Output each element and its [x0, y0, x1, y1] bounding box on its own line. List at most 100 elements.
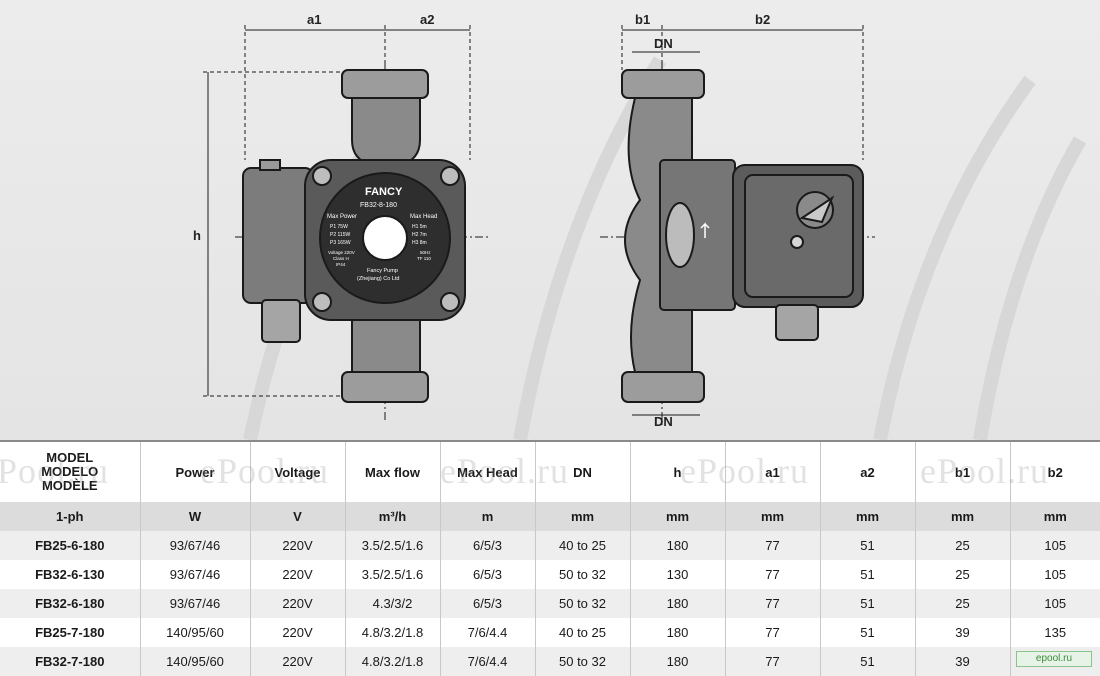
plate-p2: P2 115W	[330, 232, 350, 238]
table-cell: 4.8/3.2/1.8	[344, 618, 441, 647]
plate-h2: H2 7m	[412, 232, 427, 238]
table-header-row: MODEL MODELO MODÈLE Power Voltage Max fl…	[0, 440, 1100, 502]
plate-h3: H3 8m	[412, 240, 427, 246]
side-view	[600, 25, 875, 425]
table-cell: 51	[819, 589, 916, 618]
unit-cell: mm	[819, 502, 916, 531]
header-h: h	[629, 440, 726, 502]
table-cell: 6/5/3	[439, 560, 536, 589]
header-b2: b2	[1009, 440, 1100, 502]
header-a2: a2	[819, 440, 916, 502]
table-cell: 140/95/60	[139, 647, 251, 676]
dim-a2: a2	[420, 12, 434, 27]
dim-dn-top: DN	[654, 36, 673, 51]
model-cell: FB25-6-180	[0, 531, 141, 560]
table-cell: 220V	[249, 647, 346, 676]
table-cell: 93/67/46	[139, 531, 251, 560]
table-cell: 105	[1009, 531, 1100, 560]
table-cell: 39	[914, 647, 1011, 676]
unit-cell: 1-ph	[0, 502, 141, 531]
table-cell: 77	[724, 560, 821, 589]
unit-cell: mm	[629, 502, 726, 531]
table-cell: 77	[724, 589, 821, 618]
plate-maker-2: (Zhejiang) Co Ltd	[357, 276, 400, 282]
table-cell: 220V	[249, 589, 346, 618]
table-cell: 77	[724, 618, 821, 647]
table-cell: 220V	[249, 618, 346, 647]
plate-voltage: Voltage 220V	[328, 250, 355, 255]
table-cell: 40 to 25	[534, 618, 631, 647]
table-cell: 6/5/3	[439, 531, 536, 560]
unit-cell: m³/h	[344, 502, 441, 531]
table-cell: 3.5/2.5/1.6	[344, 531, 441, 560]
unit-cell: mm	[534, 502, 631, 531]
table-cell: 220V	[249, 560, 346, 589]
header-max-head: Max Head	[439, 440, 536, 502]
plate-class: Class H	[333, 256, 349, 261]
brand-logo: FANCY	[365, 186, 403, 198]
plate-freq: 50Hz	[420, 250, 431, 255]
table-cell: 135	[1009, 618, 1100, 647]
table-cell: 6/5/3	[439, 589, 536, 618]
header-max-flow: Max flow	[344, 440, 441, 502]
header-model-fr: MODÈLE	[41, 478, 98, 493]
header-model-en: MODEL	[46, 450, 94, 465]
header-dn: DN	[534, 440, 631, 502]
front-view	[203, 25, 490, 420]
table-cell: 25	[914, 531, 1011, 560]
site-badge[interactable]: epool.ru	[1016, 651, 1092, 667]
plate-tf: TF 110	[417, 256, 431, 261]
technical-drawing: FANCY FB32-8-180 Max Power Max Head P1 7…	[0, 0, 1100, 440]
model-cell: FB32-6-180	[0, 589, 141, 618]
unit-cell: W	[139, 502, 251, 531]
header-model-es: MODELO	[41, 464, 99, 479]
plate-p3: P3 165W	[330, 240, 351, 246]
dim-dn-bottom: DN	[654, 414, 673, 429]
table-cell: 25	[914, 589, 1011, 618]
table-cell: 50 to 32	[534, 560, 631, 589]
table-cell: 180	[629, 531, 726, 560]
dim-a1: a1	[307, 12, 321, 27]
table-cell: 77	[724, 531, 821, 560]
table-cell: 105	[1009, 589, 1100, 618]
plate-max-head-label: Max Head	[410, 214, 437, 220]
table-cell: 93/67/46	[139, 589, 251, 618]
plate-h1: H1 5m	[412, 224, 427, 230]
plate-p1: P1 75W	[330, 224, 348, 230]
table-cell: 4.3/3/2	[344, 589, 441, 618]
table-cell: 7/6/4.4	[439, 647, 536, 676]
model-cell: FB32-7-180	[0, 647, 141, 676]
table-cell: 51	[819, 647, 916, 676]
table-cell: 180	[629, 618, 726, 647]
table-cell: 4.8/3.2/1.8	[344, 647, 441, 676]
dim-b1: b1	[635, 12, 650, 27]
spec-table: MODEL MODELO MODÈLE Power Voltage Max fl…	[0, 440, 1100, 676]
table-cell: 51	[819, 531, 916, 560]
dim-b2: b2	[755, 12, 770, 27]
plate-max-power-label: Max Power	[327, 214, 357, 220]
table-cell: 93/67/46	[139, 560, 251, 589]
table-cell: 3.5/2.5/1.6	[344, 560, 441, 589]
table-cell: 105	[1009, 560, 1100, 589]
table-cell: 50 to 32	[534, 647, 631, 676]
model-cell: FB25-7-180	[0, 618, 141, 647]
unit-cell: mm	[1009, 502, 1100, 531]
unit-cell: V	[249, 502, 346, 531]
unit-cell: mm	[724, 502, 821, 531]
table-units-row: 1-ph W V m³/h m mm mm mm mm mm mm	[0, 502, 1100, 531]
header-power: Power	[139, 440, 251, 502]
nameplate: FANCY FB32-8-180 Max Power Max Head P1 7…	[327, 186, 437, 282]
header-a1: a1	[724, 440, 821, 502]
header-model: MODEL MODELO MODÈLE	[0, 440, 141, 502]
plate-maker-1: Fancy Pump	[367, 268, 398, 274]
table-cell: 51	[819, 618, 916, 647]
header-voltage: Voltage	[249, 440, 346, 502]
table-cell: 140/95/60	[139, 618, 251, 647]
unit-cell: m	[439, 502, 536, 531]
table-cell: 25	[914, 560, 1011, 589]
header-b1: b1	[914, 440, 1011, 502]
